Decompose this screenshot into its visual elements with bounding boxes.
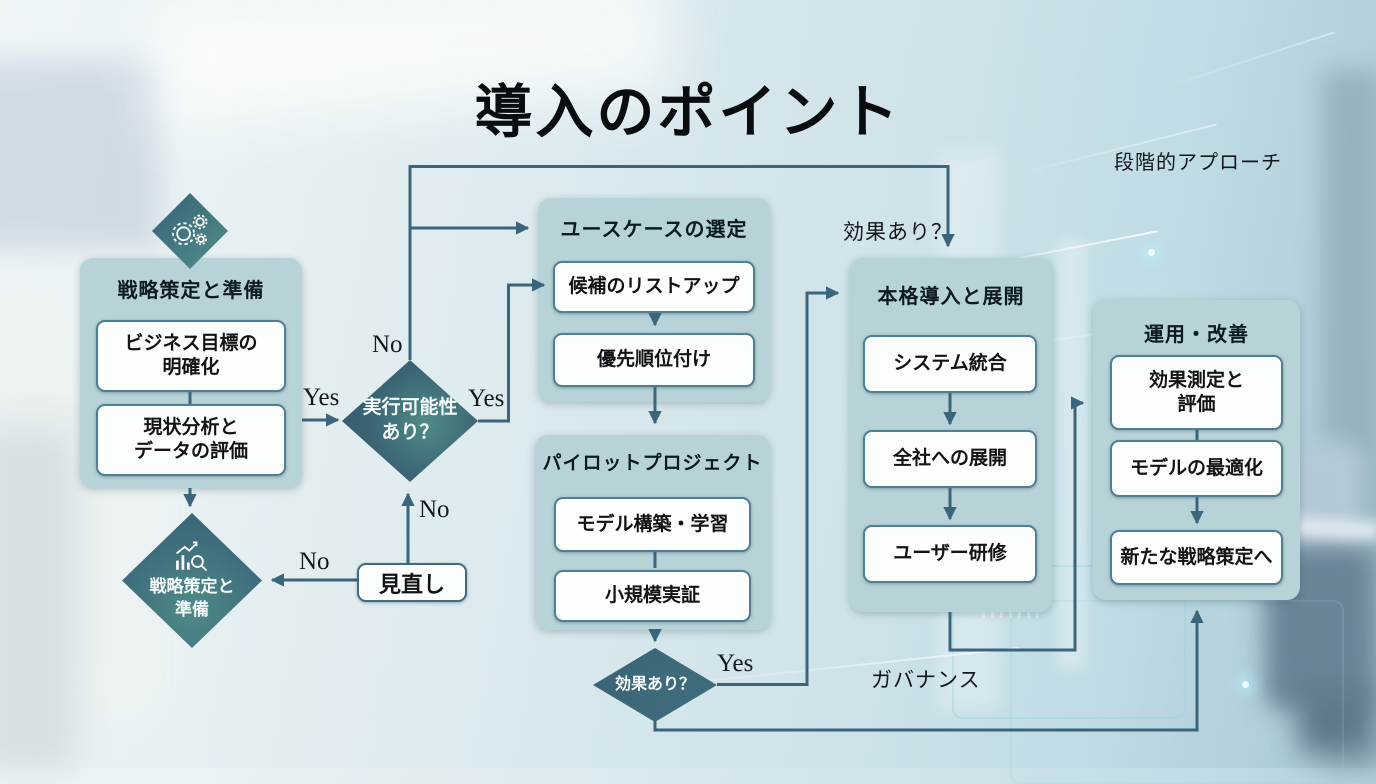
group-usecase: ユースケースの選定 候補のリストアップ 優先順位付け (538, 198, 770, 402)
node-model-building: モデル構築・学習 (554, 497, 751, 552)
group-strategy-title: 戦略策定と準備 (117, 280, 265, 302)
group-operate: 運用・改善 効果測定と 評価 モデルの最適化 新たな戦略策定へ (1093, 300, 1300, 600)
group-deploy-title: 本格導入と展開 (877, 286, 1025, 308)
edge-label-yes-left: Yes (303, 384, 340, 411)
node-prioritization: 優先順位付け (553, 333, 755, 387)
gears-icon (172, 214, 208, 246)
background-window-frame (0, 60, 160, 250)
decision-strategy-review-text: 戦略策定と 準備 (149, 577, 235, 619)
node-business-goals: ビジネス目標の 明確化 (96, 320, 286, 392)
edge-label-yes-right: Yes (468, 385, 505, 412)
group-strategy: 戦略策定と準備 ビジネス目標の 明確化 現状分析と データの評価 (80, 258, 302, 488)
label-effect-check-top: 効果あり？ (843, 220, 953, 244)
chart-magnifier-icon (175, 541, 208, 572)
decision-feasibility: 実行可能性 あり？ (342, 360, 478, 482)
node-company-rollout: 全社への展開 (863, 430, 1037, 488)
group-operate-title: 運用・改善 (1144, 324, 1249, 346)
label-staged-approach: 段階的アプローチ (1114, 152, 1282, 174)
node-new-strategy: 新たな戦略策定へ (1110, 530, 1283, 585)
node-candidate-listup: 候補のリストアップ (553, 261, 755, 313)
node-small-scale-poc: 小規模実証 (554, 570, 751, 622)
background-glow-dot (1148, 249, 1155, 256)
edge-label-no-top: No (372, 331, 403, 358)
group-pilot-title: パイロットプロジェクト (542, 453, 763, 474)
edge-label-yes-effect: Yes (717, 650, 754, 677)
edge-label-no-review-left: No (299, 548, 330, 575)
background-circuit-rect-2 (1010, 600, 1344, 784)
page-title: 導入のポイント (474, 79, 902, 145)
label-governance: ガバナンス (871, 668, 981, 692)
node-effect-measurement: 効果測定と 評価 (1110, 355, 1283, 430)
background-chair-base (1298, 688, 1373, 753)
review-box: 見直し (357, 563, 467, 602)
node-model-optimization: モデルの最適化 (1110, 440, 1283, 497)
group-usecase-title: ユースケースの選定 (560, 219, 748, 241)
group-deploy: 本格導入と展開 システム統合 全社への展開 ユーザー研修 (850, 258, 1052, 612)
node-system-integration: システム統合 (863, 335, 1037, 393)
edge-label-no-review-up: No (419, 496, 450, 523)
background-glow-dot-2 (1242, 681, 1249, 688)
decision-effect-text: 効果あり？ (614, 675, 695, 693)
node-current-analysis: 現状分析と データの評価 (96, 404, 286, 476)
node-user-training: ユーザー研修 (863, 525, 1037, 583)
group-pilot: パイロットプロジェクト モデル構築・学習 小規模実証 (535, 435, 770, 630)
background-pillar-left (0, 430, 75, 770)
decision-feasibility-text: 実行可能性 あり？ (362, 397, 458, 443)
decision-effect: 効果あり？ (593, 648, 717, 722)
